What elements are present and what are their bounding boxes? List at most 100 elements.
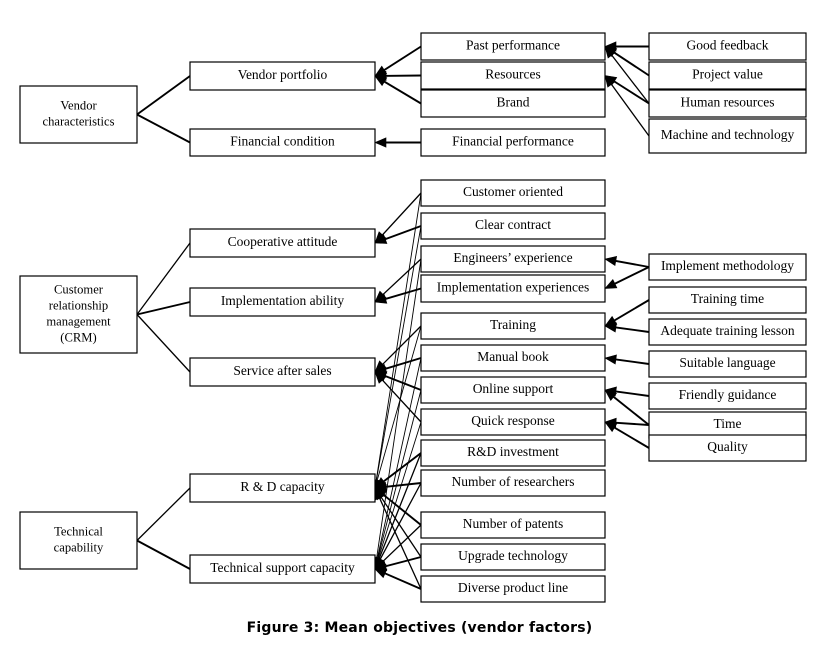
edge-line (610, 259, 650, 268)
node-label: Resources (485, 67, 540, 82)
arrowhead-icon (604, 354, 617, 365)
edge-technical-capability-to-rd-capacity (136, 487, 191, 541)
node-box (19, 511, 138, 570)
node-human-resources[interactable]: Human resources (648, 89, 807, 118)
edge-line (377, 482, 422, 564)
edge-line (379, 78, 422, 105)
edge-line (375, 192, 422, 484)
edge-line (375, 225, 422, 484)
node-label: Clear contract (475, 217, 551, 232)
node-label: Implementation experiences (437, 280, 590, 295)
node-box (648, 118, 807, 154)
arrowhead-icon (374, 234, 388, 244)
edge-layer (136, 41, 650, 590)
node-adequate-training-lesson[interactable]: Adequate training lesson (648, 318, 807, 346)
node-box (420, 274, 606, 303)
node-engineers-experience[interactable]: Engineers’ experience (420, 245, 606, 273)
node-number-of-patents[interactable]: Number of patents (420, 511, 606, 539)
node-box (648, 318, 807, 346)
node-clear-contract[interactable]: Clear contract (420, 212, 606, 240)
node-resources[interactable]: Resources (420, 61, 606, 90)
node-box (648, 434, 807, 462)
node-suitable-language[interactable]: Suitable language (648, 350, 807, 378)
arrowhead-icon (604, 256, 618, 267)
edge-line (609, 393, 650, 426)
node-number-of-researchers[interactable]: Number of researchers (420, 469, 606, 497)
node-label: management (46, 314, 111, 328)
edge-line (610, 325, 650, 333)
node-label: Implement methodology (661, 258, 794, 273)
node-financial-condition[interactable]: Financial condition (189, 128, 376, 157)
node-customer-oriented[interactable]: Customer oriented (420, 179, 606, 207)
edge-line (136, 487, 191, 541)
node-label: Project value (692, 67, 763, 82)
edge-brand-to-vendor-portfolio (374, 75, 422, 105)
node-cooperative-attitude[interactable]: Cooperative attitude (189, 228, 376, 258)
arrowhead-icon (374, 137, 387, 148)
arrowhead-icon (374, 293, 388, 304)
arrowhead-icon (374, 75, 388, 87)
node-box (420, 212, 606, 240)
node-financial-performance[interactable]: Financial performance (420, 128, 606, 157)
edge-line (136, 75, 191, 116)
node-good-feedback[interactable]: Good feedback (648, 32, 807, 61)
node-label: Past performance (466, 38, 560, 53)
node-box (189, 554, 376, 584)
node-box (648, 89, 807, 118)
node-box (420, 376, 606, 404)
node-rd-capacity[interactable]: R & D capacity (189, 473, 376, 503)
edge-line (610, 421, 650, 426)
edge-line (136, 113, 191, 144)
node-project-value[interactable]: Project value (648, 61, 807, 90)
node-quality[interactable]: Quality (648, 434, 807, 462)
node-box (420, 543, 606, 571)
node-box (648, 382, 807, 410)
node-box (420, 245, 606, 273)
node-box (420, 128, 606, 157)
edge-financial-performance-to-financial-condition (374, 137, 421, 148)
node-label: Technical support capacity (210, 560, 355, 575)
node-label: Machine and technology (661, 127, 795, 142)
node-vendor-portfolio[interactable]: Vendor portfolio (189, 61, 376, 91)
node-box (648, 286, 807, 314)
node-technical-support-capacity[interactable]: Technical support capacity (189, 554, 376, 584)
node-box (648, 411, 807, 439)
node-label: Quick response (471, 413, 555, 428)
node-box (189, 228, 376, 258)
edge-line (375, 421, 422, 565)
node-quick-response[interactable]: Quick response (420, 408, 606, 436)
node-machine-and-technology[interactable]: Machine and technology (648, 118, 807, 154)
node-label: Human resources (680, 95, 774, 110)
edge-line (377, 492, 422, 558)
node-label: Diverse product line (458, 580, 568, 595)
node-service-after-sales[interactable]: Service after sales (189, 357, 376, 387)
node-box (420, 439, 606, 467)
node-implementation-ability[interactable]: Implementation ability (189, 287, 376, 317)
node-time[interactable]: Time (648, 411, 807, 439)
node-manual-book[interactable]: Manual book (420, 344, 606, 372)
node-brand[interactable]: Brand (420, 89, 606, 118)
edge-line (378, 192, 422, 239)
arrowhead-icon (604, 421, 618, 433)
node-friendly-guidance[interactable]: Friendly guidance (648, 382, 807, 410)
node-label: relationship (49, 298, 108, 312)
node-rd-investment[interactable]: R&D investment (420, 439, 606, 467)
node-past-performance[interactable]: Past performance (420, 32, 606, 61)
node-box (420, 89, 606, 118)
node-upgrade-technology[interactable]: Upgrade technology (420, 543, 606, 571)
node-implementation-experiences[interactable]: Implementation experiences (420, 274, 606, 303)
edge-line (380, 556, 422, 569)
node-training[interactable]: Training (420, 312, 606, 340)
node-implement-methodology[interactable]: Implement methodology (648, 253, 807, 281)
edge-time-to-online-support (604, 389, 650, 426)
edge-diverse-product-line-to-technical-support-capacity (374, 568, 422, 590)
node-online-support[interactable]: Online support (420, 376, 606, 404)
node-diverse-product-line[interactable]: Diverse product line (420, 575, 606, 603)
edge-line (380, 357, 422, 372)
node-training-time[interactable]: Training time (648, 286, 807, 314)
edge-adequate-training-lesson-to-training (604, 322, 650, 333)
